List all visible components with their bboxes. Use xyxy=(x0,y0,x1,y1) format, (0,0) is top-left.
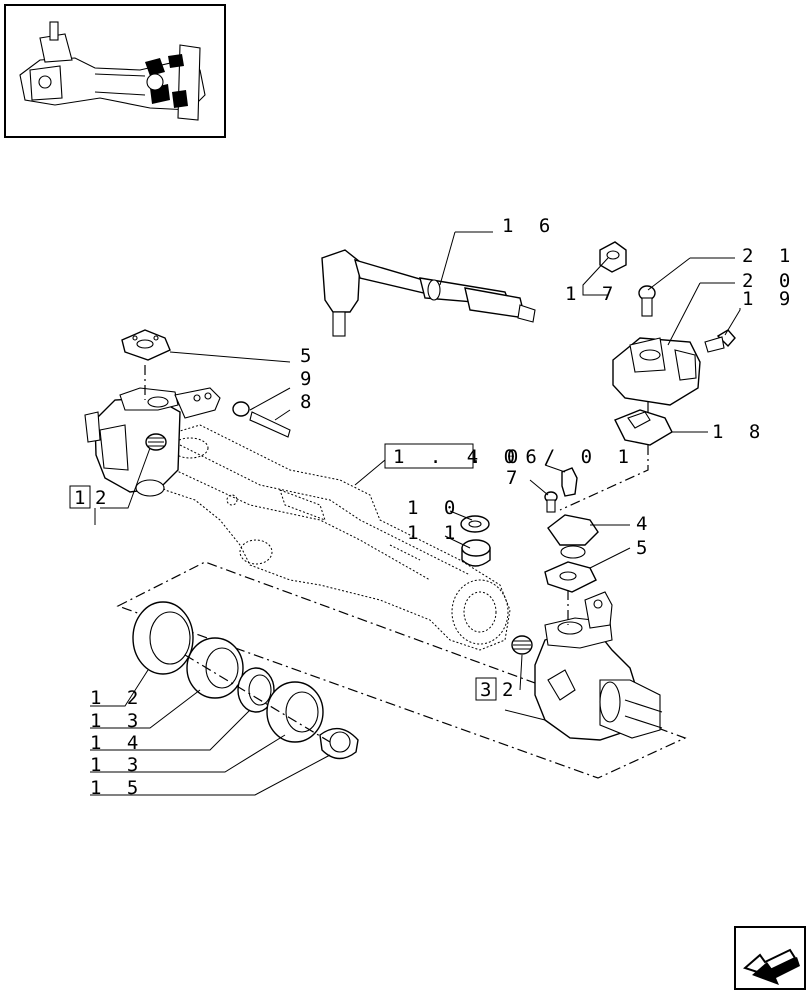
callout-14: 1 4 xyxy=(90,732,145,754)
ring-nut-15[interactable] xyxy=(319,727,359,760)
callout-12: 1 2 xyxy=(90,687,145,709)
right-ref-num: 3 xyxy=(480,679,498,701)
washer-10[interactable] xyxy=(460,515,490,533)
callout-10: 1 0 xyxy=(407,497,462,519)
bearing-13-inner[interactable] xyxy=(266,681,324,743)
callout-18: 1 8 xyxy=(712,421,767,443)
next-page-button[interactable] xyxy=(734,926,806,990)
nut[interactable] xyxy=(599,241,627,273)
seal-12[interactable] xyxy=(132,601,194,675)
callout-5-lower: 5 xyxy=(636,537,654,559)
shim-5-upper[interactable] xyxy=(121,329,171,361)
callout-7: 7 xyxy=(506,467,524,489)
bushing-11[interactable] xyxy=(461,539,491,567)
overview-thumbnail[interactable] xyxy=(4,4,226,138)
callout-8: 8 xyxy=(300,391,318,413)
tie-rod[interactable] xyxy=(321,249,536,337)
callout-21: 2 1 xyxy=(742,245,797,267)
callout-16: 1 6 xyxy=(502,215,557,237)
right-steering-knuckle[interactable] xyxy=(534,591,663,741)
axle-assembly-thumbnail-icon xyxy=(19,21,206,121)
callout-9: 9 xyxy=(300,368,318,390)
washer-9[interactable] xyxy=(232,401,250,417)
callout-numbers: 1 6 1 7 2 1 2 0 1 9 5 9 8 1 8 7 1 0 1 1 … xyxy=(90,215,797,799)
next-page-arrow-icon xyxy=(743,948,800,985)
callout-13-outer: 1 3 xyxy=(90,710,145,732)
callout-19: 1 9 xyxy=(742,288,797,310)
callout-13-inner: 1 3 xyxy=(90,754,145,776)
screw-7[interactable] xyxy=(544,491,558,513)
screw-19[interactable] xyxy=(704,329,736,353)
main-ref-suffix: . 06/ 0 1 xyxy=(470,446,636,468)
right-ref-suffix: 2 xyxy=(502,679,520,701)
shim-5-lower[interactable] xyxy=(544,561,597,593)
bearing-13-outer[interactable] xyxy=(186,637,244,699)
shim-18[interactable] xyxy=(614,409,673,446)
left-steering-knuckle[interactable] xyxy=(84,387,221,497)
left-bushing[interactable] xyxy=(145,433,167,451)
left-ref-suffix: 2 xyxy=(95,487,113,509)
main-ref-label: 1 . 4 0 xyxy=(393,446,522,468)
main-reference[interactable]: 1 . 4 0 . 06/ 0 1 xyxy=(384,443,636,469)
callout-4: 4 xyxy=(636,513,654,535)
callout-11: 1 1 xyxy=(407,522,462,544)
callout-15: 1 5 xyxy=(90,777,145,799)
exploded-group-frame xyxy=(116,561,687,779)
grease-nipple[interactable] xyxy=(561,467,578,497)
left-reference[interactable]: 1 2 xyxy=(69,485,113,509)
king-pin-cap[interactable] xyxy=(547,514,599,559)
callout-17: 1 7 xyxy=(565,283,620,305)
bolt-21[interactable] xyxy=(638,285,656,317)
right-bushing[interactable] xyxy=(511,635,533,655)
bolt-8[interactable] xyxy=(249,411,291,438)
steering-bracket[interactable] xyxy=(612,337,701,406)
spacer-14[interactable] xyxy=(237,667,275,713)
callout-20: 2 0 xyxy=(742,270,797,292)
callout-5-upper: 5 xyxy=(300,345,318,367)
left-ref-num: 1 xyxy=(74,487,92,509)
right-reference[interactable]: 3 2 xyxy=(475,677,520,701)
